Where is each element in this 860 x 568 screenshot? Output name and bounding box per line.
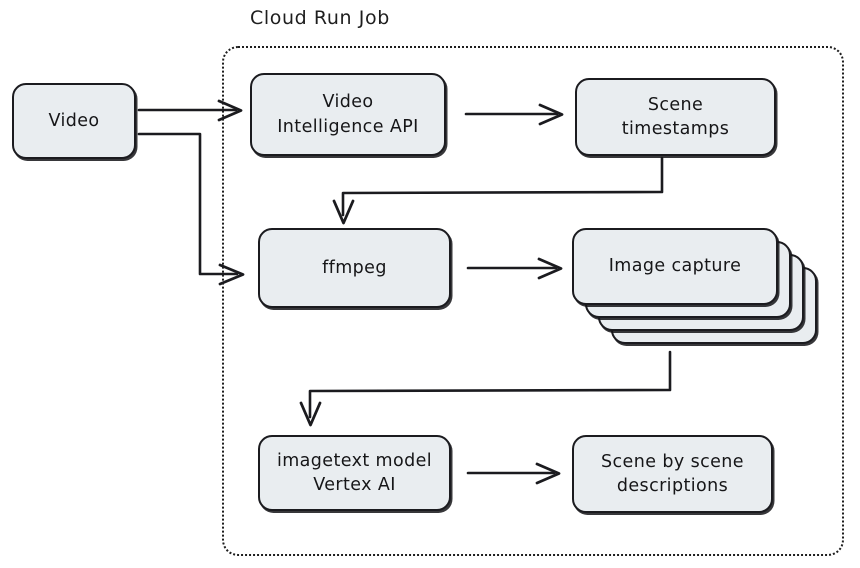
image-capture-card-front[interactable]: Image capture — [572, 228, 778, 305]
node-video-intel-line-0: Video — [322, 92, 374, 113]
cloud-run-job-title: Cloud Run Job — [250, 7, 390, 29]
node-imagetext-line-0: imagetext model — [276, 450, 433, 471]
node-ffmpeg[interactable]: ffmpeg — [258, 228, 451, 308]
cloud-run-job-container — [222, 46, 844, 556]
node-video-intel-line-1: Intelligence API — [277, 116, 419, 137]
node-image-capture-line-0: Image — [608, 256, 666, 277]
node-scene-timestamps[interactable]: Scene timestamps — [575, 78, 776, 156]
node-scene-desc-line-0: Scene by scene — [601, 451, 744, 472]
node-imagetext-line-1: Vertex AI — [313, 475, 396, 495]
node-imagetext-model-vertex-ai[interactable]: imagetext model Vertex AI — [258, 435, 451, 511]
node-ffmpeg-line-0: ffmpeg — [322, 257, 387, 278]
node-scene-ts-line-1: timestamps — [621, 119, 730, 139]
node-scene-by-scene-descriptions[interactable]: Scene by scene descriptions — [572, 435, 773, 513]
node-scene-desc-line-1: descriptions — [616, 476, 729, 496]
node-scene-ts-line-0: Scene — [647, 94, 704, 115]
node-video-intelligence-api[interactable]: Video Intelligence API — [250, 73, 446, 156]
node-image-capture-line-1: capture — [671, 256, 742, 277]
node-image-capture[interactable]: Image capture — [572, 228, 817, 350]
node-video[interactable]: Video — [12, 83, 136, 159]
node-video-line-0: Video — [48, 110, 100, 131]
